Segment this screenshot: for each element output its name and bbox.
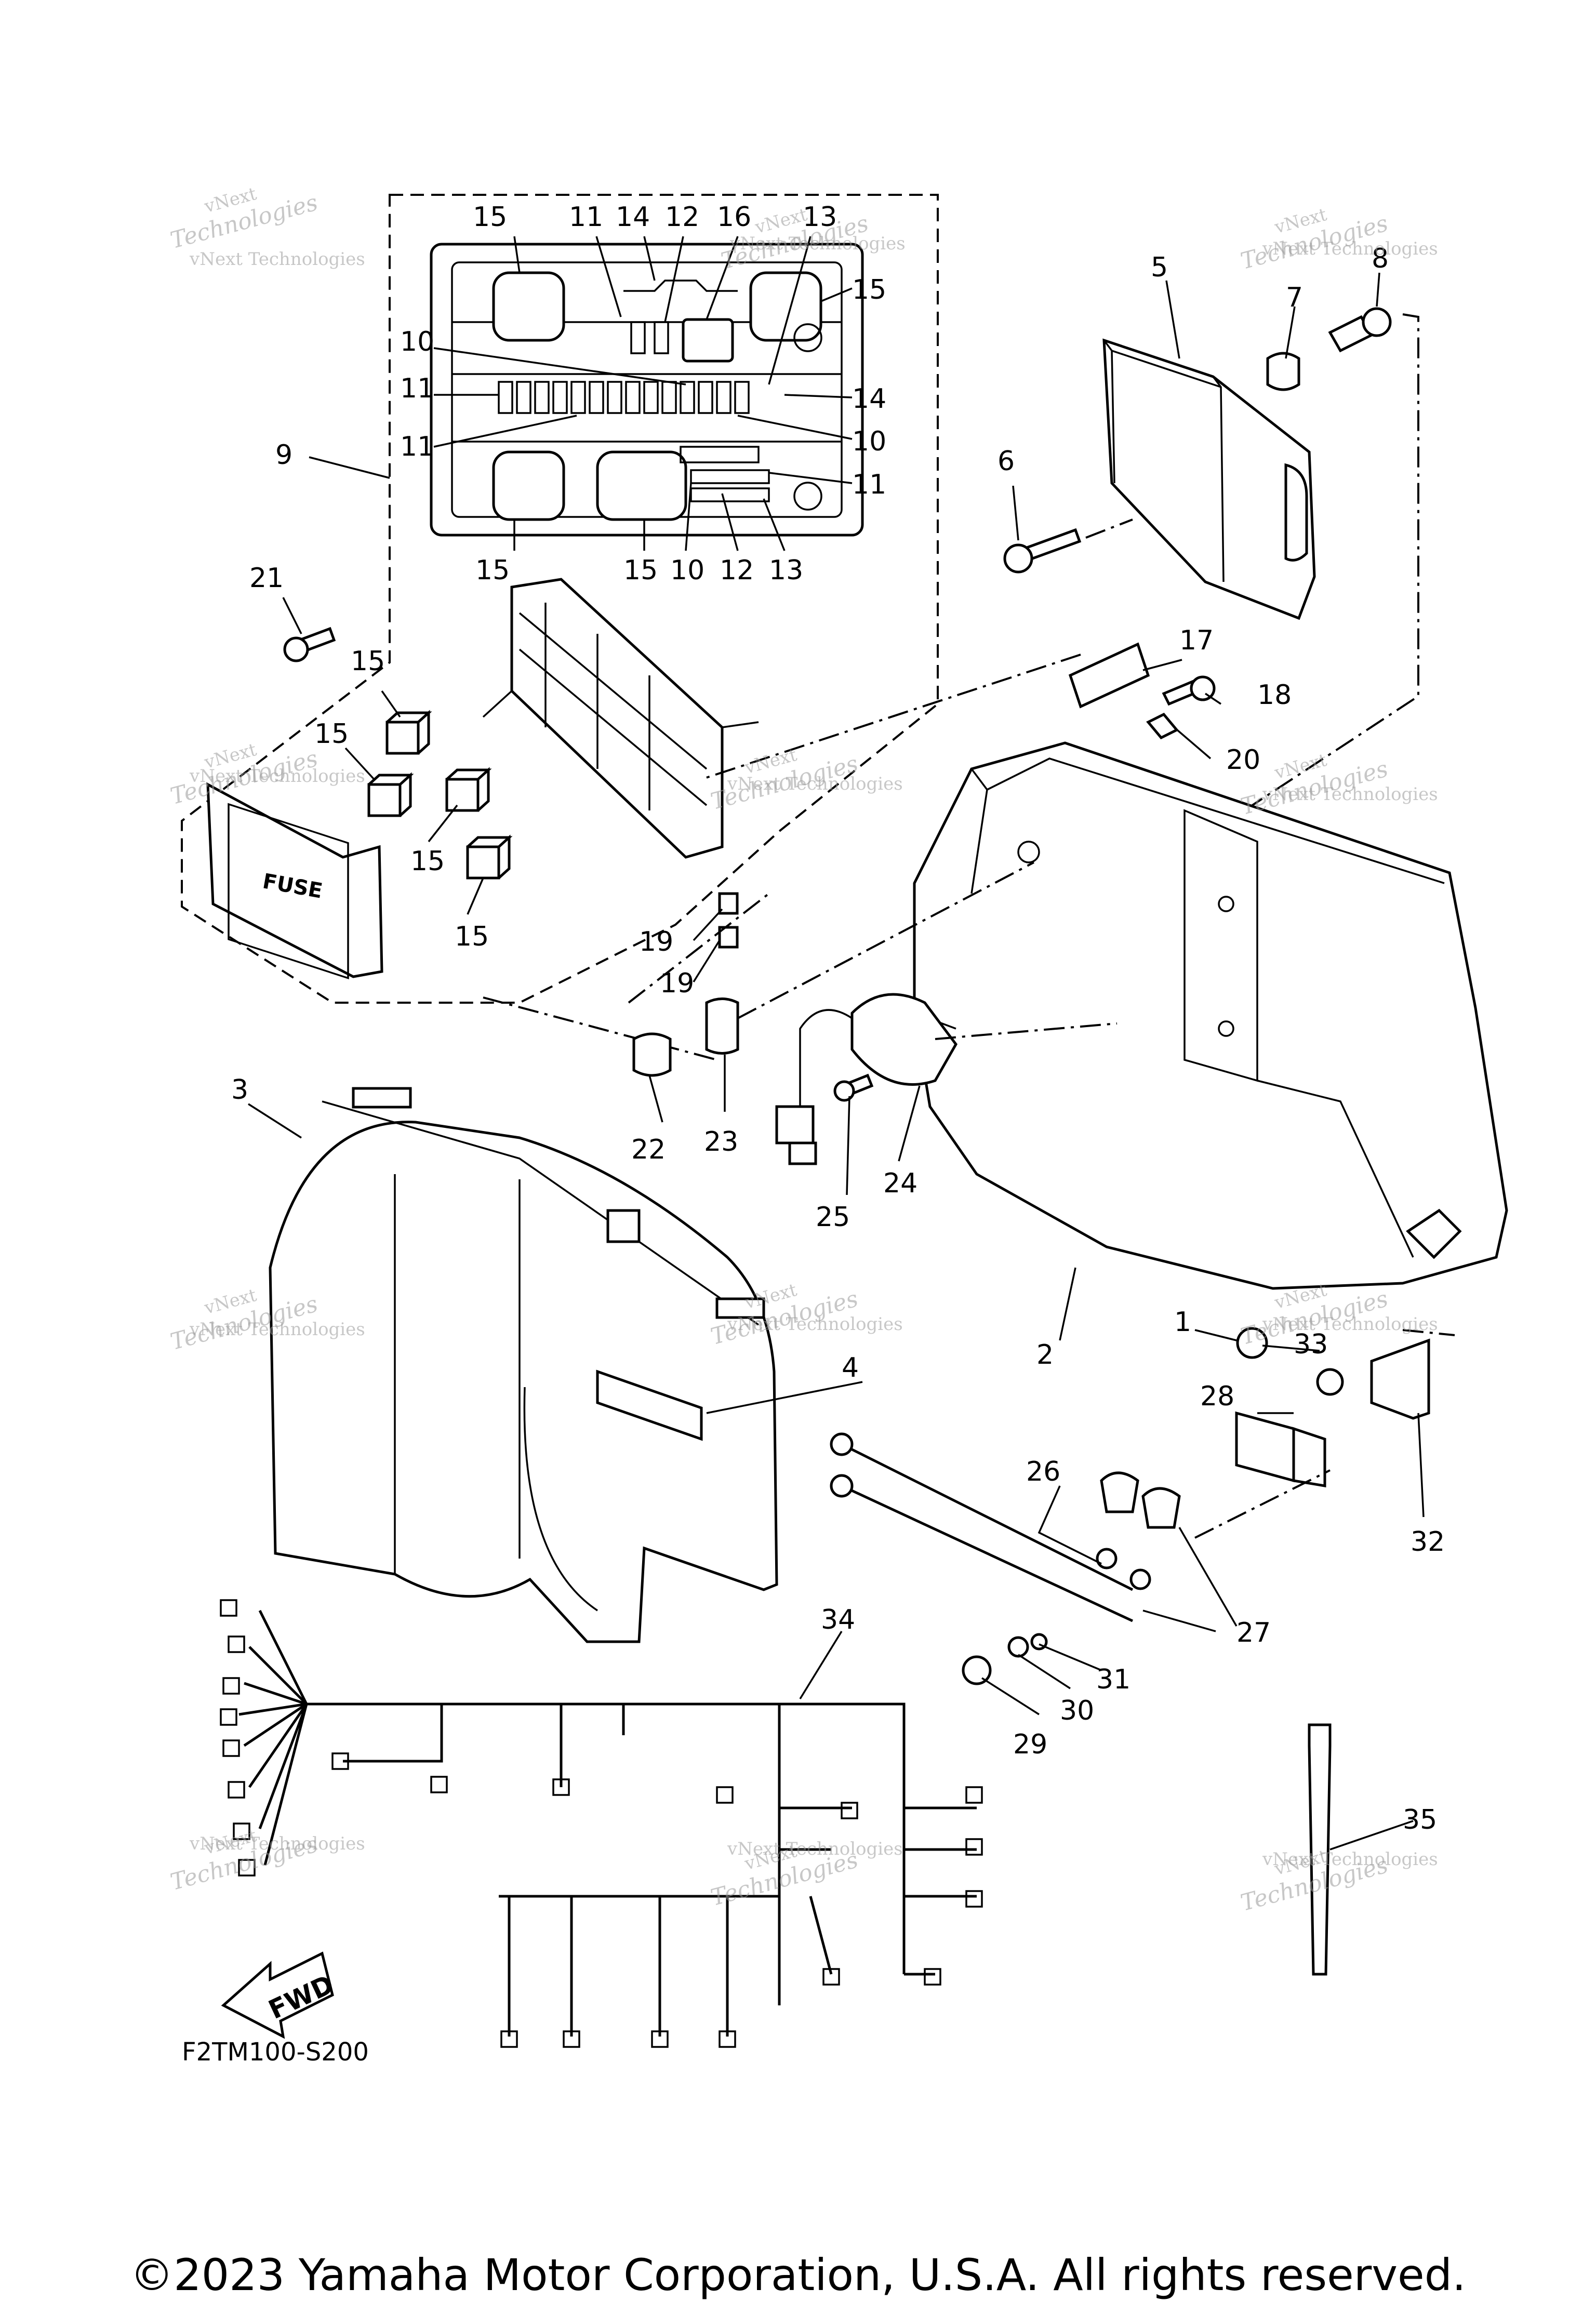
callout-14b: 14 [852, 383, 886, 415]
callout-11a: 11 [569, 202, 603, 233]
wire-harness [220, 1599, 983, 2048]
watermark-7-caption: vNext Technologies [189, 1319, 365, 1340]
callout-15b: 15 [852, 274, 886, 305]
watermark-4-caption: vNext Technologies [189, 766, 365, 787]
callout-10a: 10 [400, 326, 434, 357]
callout-24: 24 [883, 1168, 917, 1199]
callout-12a: 12 [665, 202, 699, 233]
callout-8: 8 [1372, 243, 1389, 274]
grommets [632, 861, 1034, 1077]
ecu-unit [1003, 307, 1419, 817]
callout-17: 17 [1179, 625, 1214, 656]
callout-11c: 11 [400, 431, 434, 462]
copyright-notice: ©2023 Yamaha Motor Corporation, U.S.A. A… [130, 2250, 1466, 2300]
callout-23: 23 [704, 1126, 738, 1158]
callout-19b: 19 [660, 968, 694, 999]
callout-33: 33 [1294, 1329, 1328, 1360]
watermark-1: vNext Technologies [168, 183, 321, 254]
callout-2: 2 [1036, 1339, 1054, 1371]
callout-34: 34 [821, 1604, 855, 1635]
callout-29: 29 [1013, 1729, 1047, 1760]
callout-28: 28 [1200, 1381, 1234, 1412]
watermark-9-caption: vNext Technologies [1262, 1314, 1438, 1335]
callout-15f: 15 [314, 719, 349, 750]
leader-lines [248, 236, 1425, 1851]
battery-cables [830, 1327, 1455, 1685]
callout-11d: 11 [852, 469, 886, 500]
callout-26: 26 [1026, 1456, 1060, 1487]
callout-15h: 15 [455, 921, 489, 952]
callout-20: 20 [1226, 744, 1260, 776]
callout-1: 1 [1174, 1307, 1191, 1338]
watermark-2-caption: vNext Technologies [729, 233, 906, 254]
callout-15d: 15 [623, 555, 658, 586]
fwd-arrow: FWD [221, 1951, 338, 2039]
callout-27: 27 [1236, 1617, 1271, 1648]
callout-16: 16 [717, 202, 751, 233]
watermark-10-caption: vNext Technologies [189, 1833, 365, 1854]
watermark-12-caption: vNext Technologies [1262, 1849, 1438, 1870]
watermark-6-caption: vNext Technologies [1262, 784, 1438, 805]
callout-15c: 15 [475, 555, 510, 586]
watermark-5-caption: vNext Technologies [727, 774, 903, 794]
callout-25: 25 [816, 1202, 850, 1233]
watermark-5: vNext Technologies [708, 744, 861, 815]
callout-15a: 15 [473, 202, 507, 233]
callout-30: 30 [1060, 1695, 1094, 1726]
callout-21: 21 [249, 563, 284, 594]
callout-15e: 15 [351, 646, 385, 677]
callout-19a: 19 [639, 926, 673, 957]
watermark-8-caption: vNext Technologies [727, 1314, 903, 1335]
callout-9: 9 [275, 440, 292, 471]
electrical-box-cover [269, 1087, 778, 1643]
callout-4: 4 [842, 1352, 859, 1383]
callout-32: 32 [1411, 1526, 1445, 1558]
watermark-11-caption: vNext Technologies [727, 1839, 903, 1859]
electrical-box-tray [701, 642, 1508, 1290]
fuse-box-detail [181, 194, 939, 1004]
callout-14a: 14 [616, 202, 650, 233]
callout-13b: 13 [769, 555, 803, 586]
callout-10c: 10 [670, 555, 704, 586]
callout-10b: 10 [852, 426, 886, 457]
callout-13a: 13 [803, 202, 837, 233]
diagram-code: F2TM100-S200 [182, 2038, 369, 2067]
callout-11b: 11 [400, 373, 434, 404]
callouts: 1 2 3 4 5 6 7 8 9 10 10 10 11 11 11 11 1… [231, 202, 1445, 1835]
callout-6: 6 [998, 446, 1015, 477]
watermark-3-caption: vNext Technologies [1262, 238, 1438, 259]
callout-31: 31 [1096, 1664, 1130, 1695]
callout-3: 3 [231, 1074, 248, 1106]
callout-5: 5 [1151, 252, 1168, 283]
callout-18: 18 [1257, 680, 1292, 711]
callout-7: 7 [1286, 282, 1303, 313]
callout-15g: 15 [410, 846, 445, 877]
callout-12b: 12 [720, 555, 754, 586]
watermark-3: vNext Technologies [1238, 204, 1391, 275]
watermark-1-caption: vNext Technologies [189, 249, 365, 270]
sensor-assembly [775, 993, 1118, 1165]
fuse-box-assembly: FUSE [206, 578, 770, 1061]
cable-tie [1308, 1723, 1332, 1976]
callout-35: 35 [1403, 1804, 1437, 1835]
callout-22: 22 [631, 1134, 666, 1165]
